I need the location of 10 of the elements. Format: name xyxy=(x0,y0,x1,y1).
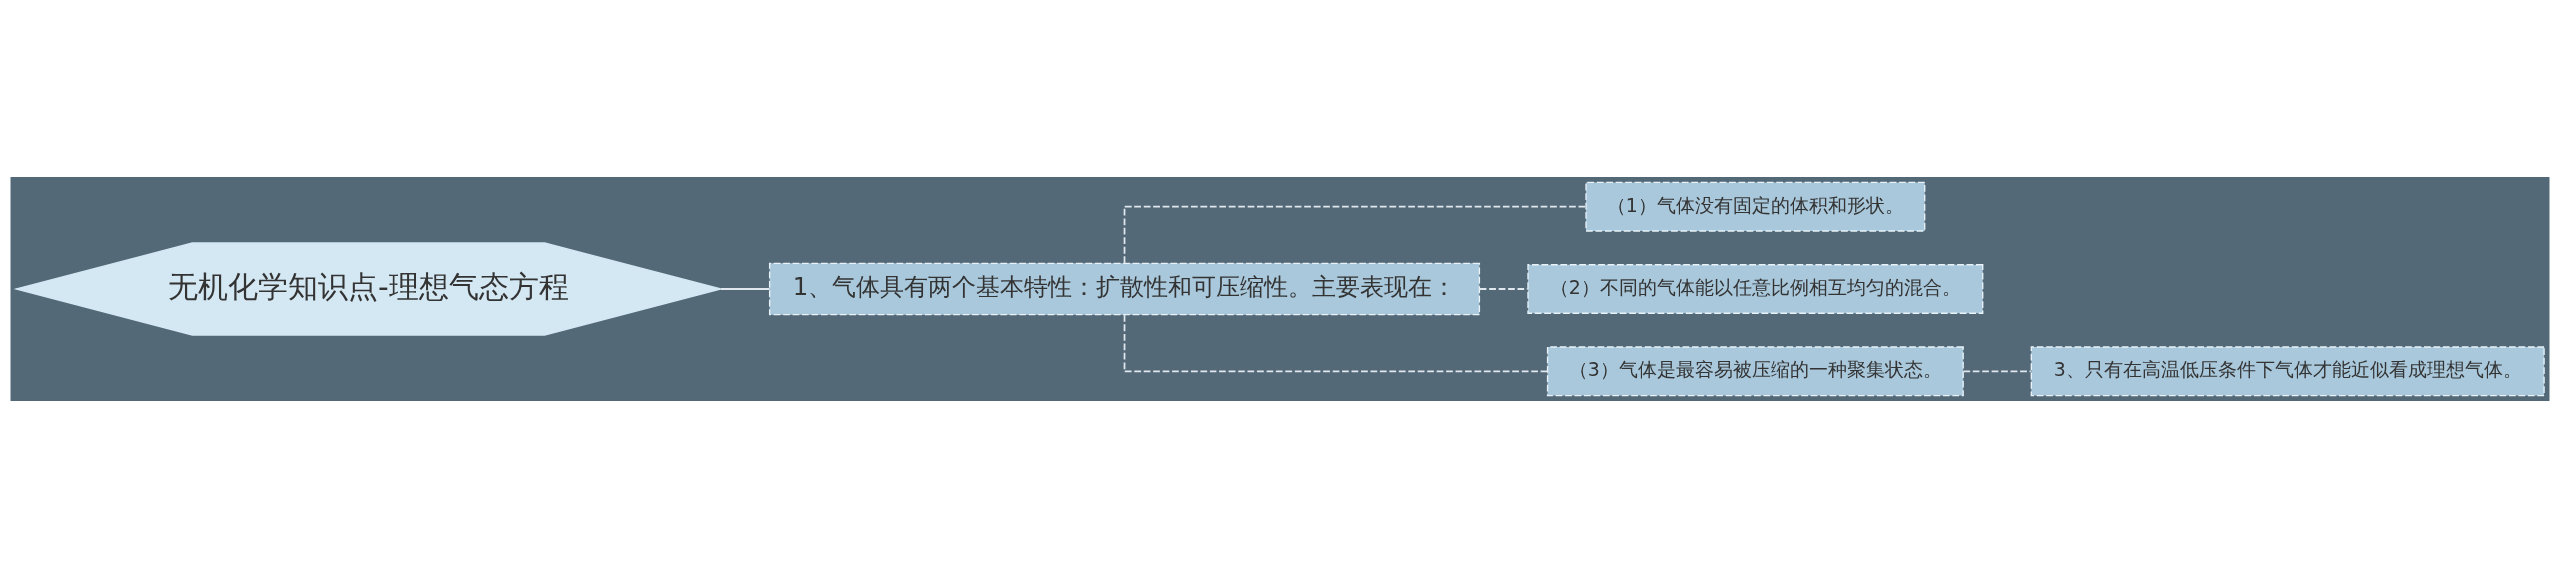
connector xyxy=(1123,205,1587,264)
connector xyxy=(720,288,771,290)
connector xyxy=(1962,370,2032,373)
node-box: （1）气体没有固定的体积和形状。 xyxy=(1585,181,1926,232)
node-box: 1、气体具有两个基本特性：扩散性和可压缩性。主要表现在： xyxy=(768,262,1481,316)
node-box: （2）不同的气体能以任意比例相互均匀的混合。 xyxy=(1527,264,1984,314)
connector xyxy=(1478,288,1529,290)
node-box: （3）气体是最容易被压缩的一种聚集状态。 xyxy=(1546,346,1964,397)
connector xyxy=(1123,314,1549,373)
node-box: 3、只有在高温低压条件下气体才能近似看成理想气体。 xyxy=(2030,346,2545,397)
